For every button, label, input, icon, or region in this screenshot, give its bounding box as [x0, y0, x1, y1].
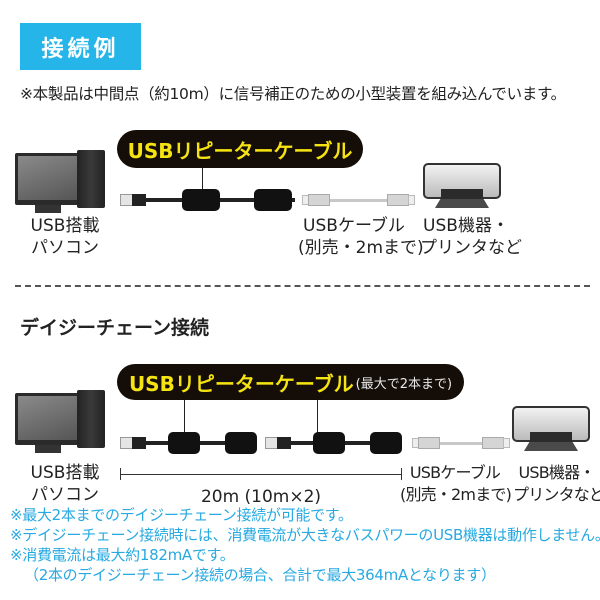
callout-subtext: (最大で2本まで): [355, 376, 453, 392]
callout-leader: [184, 400, 185, 435]
callout-leader: [202, 168, 203, 190]
device-label: USB機器・プリンタなど: [420, 216, 522, 258]
device-label: USB機器・プリンタなど: [513, 463, 600, 504]
callout-text: USBリピーターケーブル: [127, 138, 353, 163]
repeater-cable-callout-2: USBリピーターケーブル(最大で2本まで): [117, 364, 464, 400]
length-label: 20m (10m×2): [200, 487, 322, 507]
printer-icon: [512, 406, 590, 451]
section-divider: [15, 285, 590, 287]
repeater-cable-callout: USBリピーターケーブル: [117, 130, 363, 168]
callout-text: USBリピーターケーブル: [128, 371, 354, 396]
usb-cable-label: USBケーブル(別売・2mまで): [298, 216, 424, 258]
pc-label: USB搭載パソコン: [30, 216, 100, 258]
printer-icon: [423, 163, 501, 208]
note-item: （2本のデイジーチェーン接続の場合、合計で最大364mAとなります）: [24, 566, 496, 584]
daisy-chain-title: デイジーチェーン接続: [20, 317, 210, 339]
pc-label: USB搭載パソコン: [30, 463, 100, 505]
callout-leader: [317, 400, 318, 435]
note-item: ※消費電流は最大約182mAです。: [10, 546, 235, 564]
note-item: ※最大2本までのデイジーチェーン接続が可能です。: [10, 506, 353, 524]
section-header: 接続例: [20, 23, 141, 70]
usb-cable-label: USBケーブル(別売・2mまで): [400, 463, 512, 504]
product-note: ※本製品は中間点（約10m）に信号補正のための小型装置を組み込んでいます。: [20, 85, 566, 103]
length-bracket: [120, 468, 402, 480]
note-item: ※デイジーチェーン接続時には、消費電流が大きなバスパワーのUSB機器は動作しませ…: [10, 526, 600, 544]
notes: ※最大2本までのデイジーチェーン接続が可能です。 ※デイジーチェーン接続時には、…: [10, 505, 600, 585]
